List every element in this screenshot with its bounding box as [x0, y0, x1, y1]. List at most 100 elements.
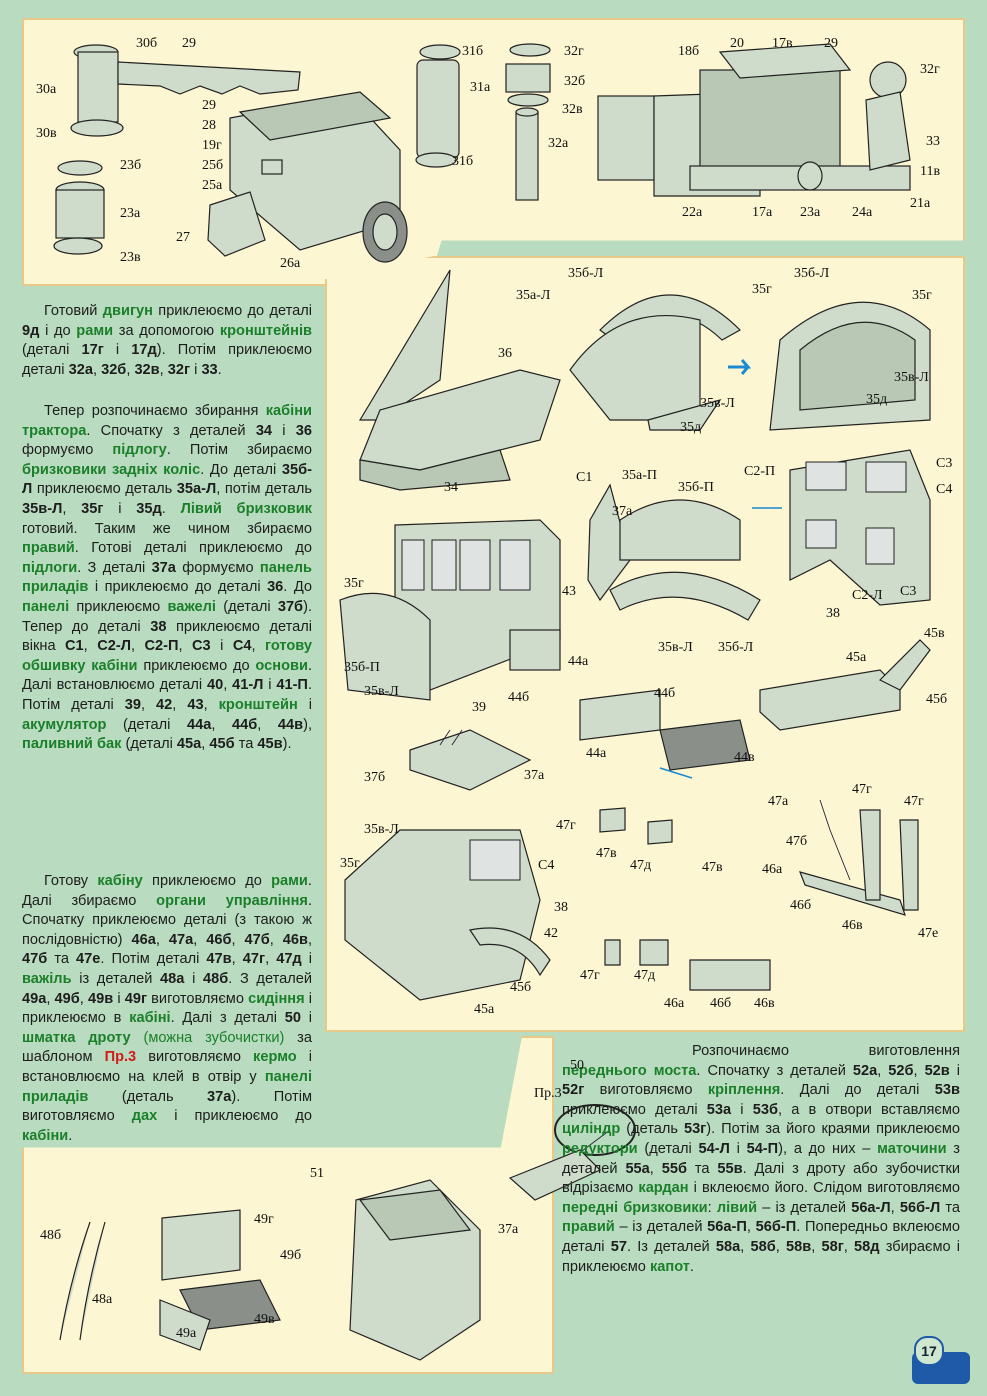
- text-run: і приклеюємо до деталі: [88, 579, 268, 596]
- text-run: і: [731, 1101, 753, 1118]
- part-label: 35в-Л: [894, 370, 929, 385]
- part-ref: 46в: [282, 931, 308, 948]
- text-run: (деталі: [637, 1140, 699, 1157]
- keyword: рами: [271, 873, 308, 889]
- text-run: і: [103, 342, 132, 359]
- part-ref: 49а: [22, 990, 47, 1007]
- text-run: ,: [231, 931, 245, 948]
- keyword: маточини: [877, 1140, 947, 1157]
- arrows: [659, 359, 782, 779]
- part-ref: 49г: [124, 990, 148, 1007]
- part-ref: 49б: [54, 990, 80, 1007]
- part-label: 37а: [612, 504, 633, 519]
- part-label: 29: [182, 36, 196, 51]
- keyword: кабіни трактора: [22, 403, 312, 439]
- text-run: за допомогою: [113, 322, 220, 339]
- text-run: . З деталі: [77, 559, 152, 576]
- part-label: 22а: [682, 205, 703, 220]
- part-label: 39: [472, 700, 486, 715]
- part-31: [415, 44, 461, 168]
- text-run: ,: [811, 1238, 822, 1255]
- text-run: приклеюємо деталь: [32, 481, 177, 498]
- part-label: 47д: [634, 968, 656, 983]
- part-label: 35а-П: [622, 468, 657, 483]
- keyword: кабіни: [22, 1127, 69, 1144]
- keyword: правий: [562, 1219, 615, 1236]
- part-ref: 57: [610, 1238, 627, 1255]
- text-run: . Далі встановлюємо деталі: [22, 657, 312, 694]
- part-label: С4: [538, 858, 555, 873]
- part-ref: 36: [295, 422, 312, 439]
- part-label: 49б: [280, 1248, 302, 1263]
- part-label: 47в: [596, 846, 617, 861]
- part-ref: 55б: [661, 1160, 687, 1177]
- text-run: ,: [83, 638, 98, 655]
- part-ref: 52в: [924, 1062, 950, 1079]
- part-ref: С2-Л: [97, 638, 131, 655]
- text-run: приклеюємо деталі: [562, 1101, 707, 1118]
- text-run: (деталі: [121, 736, 177, 753]
- keyword: шматка дроту: [22, 1029, 131, 1046]
- text-run: ,: [159, 361, 168, 378]
- keyword: дах: [131, 1108, 158, 1125]
- text-run: . Потім деталі: [22, 677, 312, 713]
- keyword: кабіні: [129, 1010, 171, 1027]
- text-run: та: [686, 1160, 718, 1177]
- part-label: 25б: [202, 158, 224, 173]
- part-label: 49г: [254, 1212, 274, 1227]
- part-ref: 35а-Л: [176, 481, 217, 498]
- part-ref: С1: [65, 638, 84, 655]
- part-label: 23а: [800, 205, 821, 220]
- text-run: .: [68, 1127, 73, 1144]
- part-label: 24а: [852, 205, 873, 220]
- text-run: приклеюємо деталі вікна: [22, 618, 312, 655]
- keyword: важіль: [22, 970, 72, 987]
- part-label: 33: [926, 134, 940, 149]
- part-label: 35г: [340, 856, 360, 871]
- text-run: . Готові деталі приклеюємо до: [74, 540, 312, 557]
- part-label: 26а: [280, 256, 301, 271]
- text-run: :: [707, 1199, 717, 1216]
- text-run: ,: [913, 1062, 925, 1079]
- part-label: 46а: [762, 862, 783, 877]
- text-run: ,: [251, 638, 265, 655]
- keyword: готову обшивку кабіни: [22, 638, 313, 674]
- text-run: ,: [649, 1160, 662, 1177]
- text-run: . Спочатку з деталей: [696, 1062, 853, 1079]
- text-run: ,: [269, 931, 283, 948]
- part-label: 11в: [920, 164, 941, 179]
- part-ref: 53а: [706, 1101, 732, 1118]
- text-run: та: [47, 951, 77, 968]
- part-label: 47г: [580, 968, 600, 983]
- left-fender-parts: [569, 294, 741, 431]
- text-run: ),: [303, 716, 312, 733]
- part-label: 35в-Л: [364, 822, 399, 837]
- text-run: ,: [746, 1219, 756, 1236]
- part-label: 44а: [586, 746, 607, 761]
- part-label: 47г: [556, 818, 576, 833]
- keyword: передні бризковики: [562, 1199, 708, 1216]
- part-label: 35г: [752, 282, 772, 297]
- part-label: 48б: [40, 1228, 62, 1243]
- page-number: 17: [914, 1336, 944, 1366]
- text-run: ). Тепер до деталі: [22, 598, 312, 635]
- part-ref: 47е: [76, 951, 101, 968]
- part-ref: 52г: [562, 1082, 585, 1099]
- keyword: органи управління: [156, 892, 308, 909]
- text-run: (деталь: [88, 1088, 208, 1105]
- text-run: і приклеюємо до: [157, 1108, 312, 1125]
- part-label: 17в: [772, 36, 793, 51]
- part-ref: 42: [156, 696, 173, 713]
- part-label: Пр.3: [534, 1086, 562, 1101]
- part-label: 30в: [36, 126, 57, 141]
- part-30: [70, 44, 301, 137]
- cabin-frame: [339, 519, 561, 701]
- text-run: і приклеюємо в: [22, 990, 313, 1027]
- text-run: Готовий: [44, 303, 103, 319]
- text-run: . Далі з деталі: [170, 1010, 285, 1027]
- keyword: переднього моста: [562, 1062, 697, 1079]
- part-label: 47д: [630, 858, 652, 873]
- part-label: 47а: [768, 794, 789, 809]
- keyword: бризковики задніх коліс: [22, 461, 201, 478]
